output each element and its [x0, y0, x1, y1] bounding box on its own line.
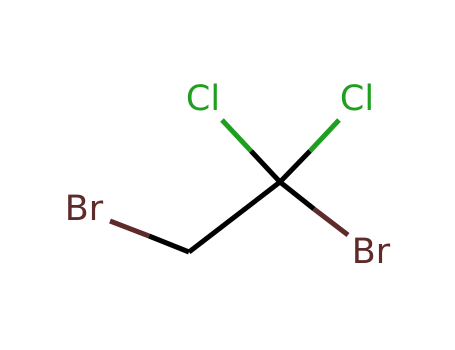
bond-c2-cl2: [278, 118, 341, 184]
bond-c2-br2: [278, 180, 350, 237]
atom-label-cl2: Cl: [340, 79, 374, 119]
bond-c2-cl2-chlorine-half: [308, 118, 341, 153]
atom-label-br1: Br: [65, 189, 104, 229]
bond-br1-c1-carbon-half: [148, 233, 190, 255]
bond-c2-cl2-carbon-half: [278, 149, 312, 184]
bond-br1-c1-bromine-half: [109, 218, 150, 239]
bond-c2-cl1-carbon-half: [249, 149, 282, 184]
bond-c1-c2: [187, 180, 282, 254]
bond-br1-c1: [109, 218, 190, 255]
bond-c2-cl1: [220, 118, 282, 184]
atom-label-cl1: Cl: [186, 79, 220, 119]
bond-c1-c2-line: [187, 180, 282, 254]
bond-c2-br2-bromine-half: [312, 207, 350, 237]
bond-c2-cl1-chlorine-half: [220, 118, 253, 153]
atom-label-br2: Br: [352, 232, 391, 272]
bond-c2-br2-carbon-half: [278, 180, 316, 211]
